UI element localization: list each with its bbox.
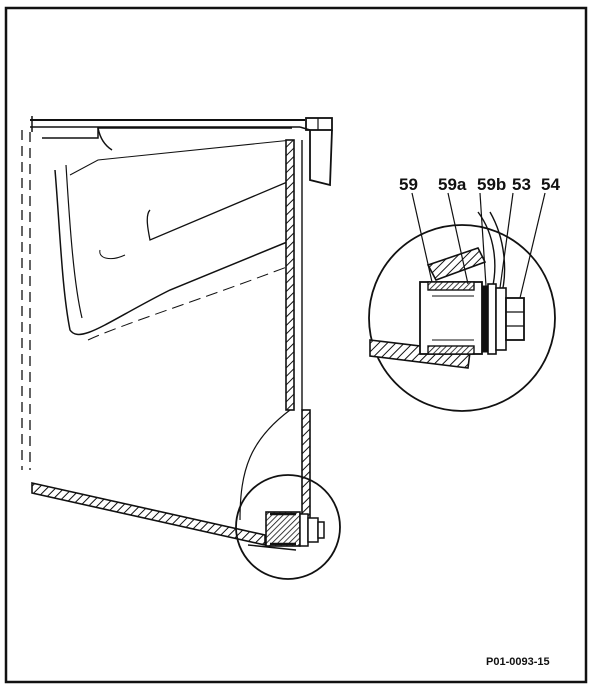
figure-border — [4, 6, 588, 684]
tank-section — [21, 116, 333, 551]
callout-53: 53 — [512, 175, 531, 194]
callout-59a: 59a — [438, 175, 467, 194]
callout-labels: 59 59a 59b 53 54 — [399, 175, 560, 194]
callout-59b: 59b — [477, 175, 506, 194]
figure-reference: P01-0093-15 — [486, 656, 550, 668]
callout-59: 59 — [399, 175, 418, 194]
detail-circle-small — [235, 474, 341, 580]
callout-54: 54 — [541, 175, 560, 194]
detail-circle-large — [368, 192, 556, 412]
